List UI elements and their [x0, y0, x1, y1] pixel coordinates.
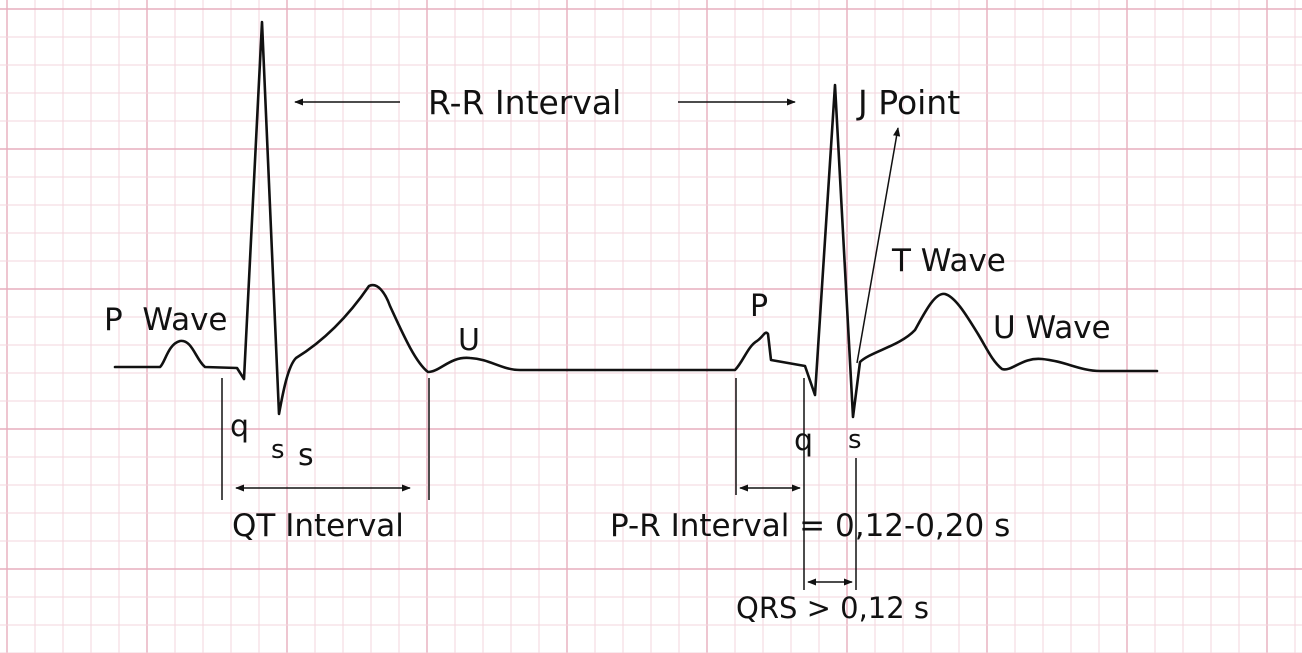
q-label-first: q: [230, 409, 249, 444]
p-label-second: P: [750, 289, 768, 324]
u-wave-label-second: U Wave: [993, 310, 1111, 346]
t-wave-label: T Wave: [891, 243, 1006, 279]
s-label-first-small: s: [271, 435, 285, 465]
j-point-label: J Point: [856, 83, 960, 122]
qt-interval-label: QT Interval: [232, 508, 404, 544]
s-label-first: s: [298, 438, 314, 473]
u-label-first: U: [458, 323, 480, 358]
p-wave-label: P Wave: [104, 302, 228, 338]
pr-interval-label: P-R Interval = 0,12-0,20 s: [610, 508, 1010, 544]
s-label-second: s: [848, 425, 862, 455]
rr-interval-label: R-R Interval: [428, 83, 621, 122]
q-label-second: q: [794, 423, 813, 458]
qrs-label: QRS > 0,12 s: [736, 591, 929, 625]
j-point-pointer: [856, 127, 901, 364]
ecg-trace: [113, 20, 1159, 419]
